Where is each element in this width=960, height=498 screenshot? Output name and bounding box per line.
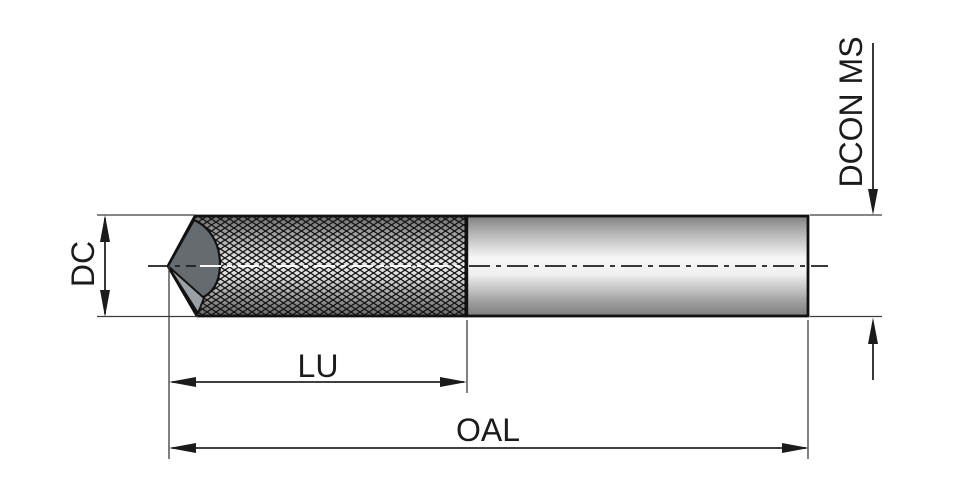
dcon-arrow-down <box>868 189 878 215</box>
oal-arrow-left <box>169 443 196 453</box>
tip-facet <box>167 265 205 314</box>
dcon-ms-dimension-label: DCON MS <box>833 36 869 188</box>
lu-arrow-right <box>440 377 467 387</box>
lu-dimension-label: LU <box>297 348 339 384</box>
tool-body <box>166 214 810 318</box>
dc-arrow-up <box>100 215 110 242</box>
oal-arrow-right <box>782 443 809 453</box>
dc-arrow-down <box>100 290 110 317</box>
dc-dimension-label: DC <box>65 240 101 288</box>
dcon-ms-dimension <box>868 43 878 380</box>
oal-dimension-label: OAL <box>455 412 521 448</box>
dcon-arrow-up <box>868 317 878 344</box>
lu-dimension <box>169 377 467 387</box>
lu-arrow-left <box>169 377 196 387</box>
oal-dimension <box>169 443 809 453</box>
extension-lines <box>97 214 882 459</box>
dc-dimension <box>100 215 110 317</box>
